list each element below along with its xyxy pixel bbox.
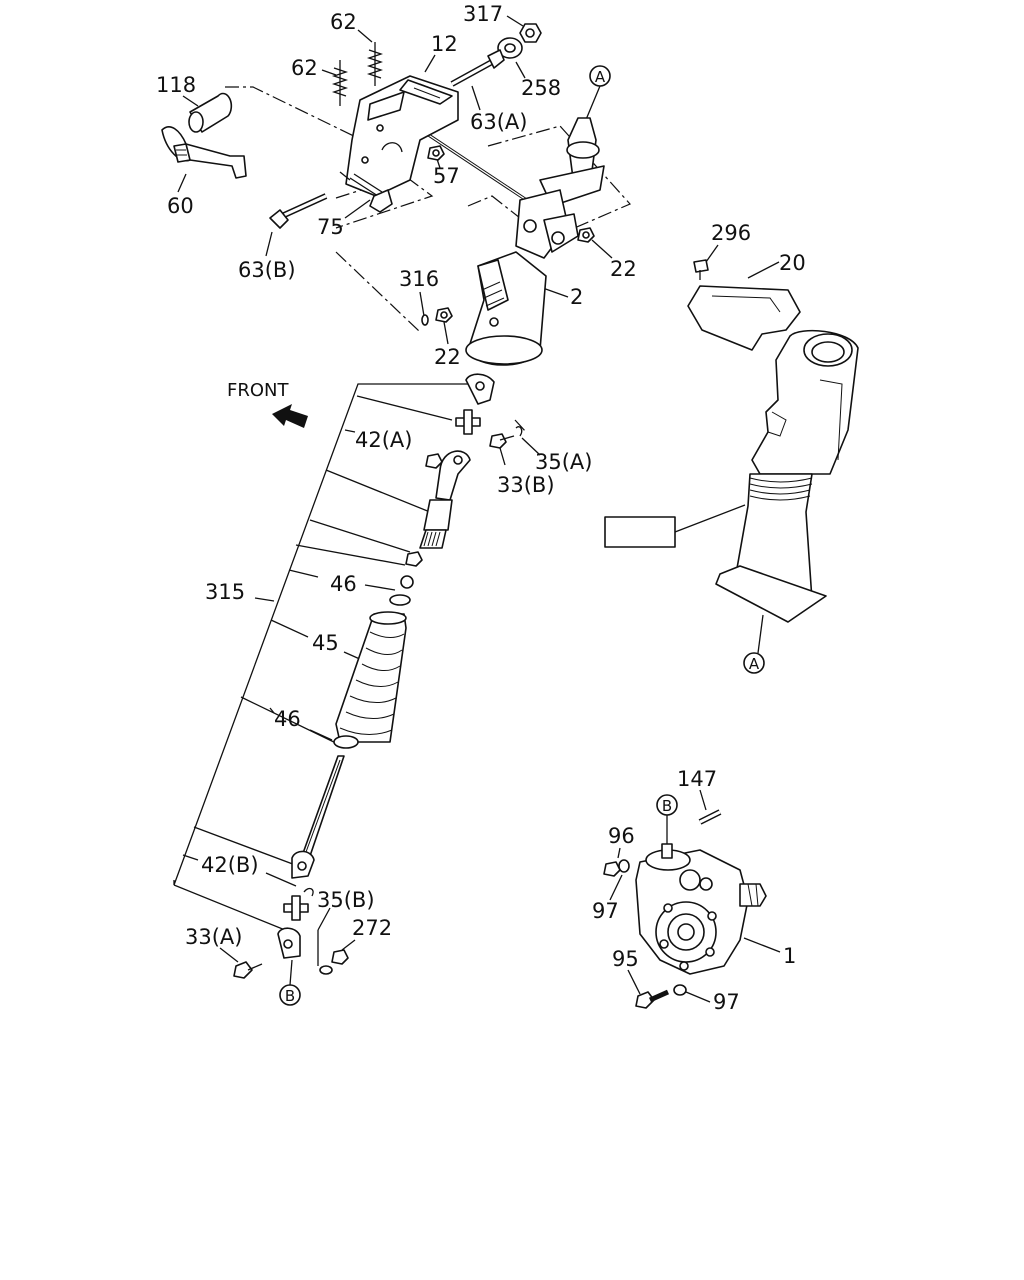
label-1: 1	[783, 944, 796, 968]
bolt-95	[635, 989, 670, 1009]
shaft-rod	[301, 755, 345, 857]
washer-272-lower	[319, 965, 333, 975]
nut-272	[331, 949, 349, 965]
frame-4-30	[604, 516, 676, 548]
label-45: 45	[312, 631, 339, 655]
nut-96	[603, 861, 621, 877]
svg-text:B: B	[662, 797, 672, 815]
nut-57	[427, 145, 445, 161]
label-57: 57	[433, 164, 460, 188]
label-42a: 42(A)	[355, 428, 412, 452]
label-317: 317	[463, 2, 503, 26]
upper-column-assembly	[161, 23, 605, 366]
label-35a: 35(A)	[535, 450, 592, 474]
clamp-46-top	[389, 594, 411, 606]
label-42b: 42(B)	[201, 853, 259, 877]
label-97-top: 97	[592, 899, 619, 923]
yoke-42a	[435, 450, 471, 501]
label-95: 95	[612, 947, 639, 971]
column-cover-lower	[751, 329, 859, 475]
label-62-left: 62	[291, 56, 318, 80]
label-118: 118	[156, 73, 196, 97]
label-33a: 33(A)	[185, 925, 242, 949]
cover-20	[687, 285, 801, 351]
marker-a-top: A	[584, 65, 611, 123]
label-97-bottom: 97	[713, 990, 740, 1014]
nut-317	[519, 23, 542, 43]
steering-shaft-upper	[515, 117, 605, 259]
front-direction-arrow	[272, 404, 308, 428]
column-cover-assembly	[687, 259, 859, 623]
label-46-top: 46	[330, 572, 357, 596]
bolt-75	[339, 171, 393, 213]
washer-258	[497, 37, 523, 59]
spider-cross-upper	[455, 409, 481, 435]
nut-upper	[405, 551, 423, 567]
marker-b-gear: B	[656, 794, 678, 845]
lever-60	[161, 126, 247, 179]
label-147: 147	[677, 767, 717, 791]
label-96: 96	[608, 824, 635, 848]
yoke-42b	[291, 850, 315, 879]
label-22-right: 22	[610, 257, 637, 281]
label-33b: 33(B)	[497, 473, 555, 497]
screw-296	[693, 259, 709, 280]
svg-text:B: B	[285, 987, 295, 1005]
bolt-63a	[450, 49, 505, 87]
label-296: 296	[711, 221, 751, 245]
label-62-top: 62	[330, 10, 357, 34]
marker-b-joint: B	[279, 959, 301, 1006]
nut-42a	[425, 453, 443, 469]
bolt-33a	[233, 961, 263, 979]
bellows-boot-45	[335, 611, 407, 743]
reference-markers: A A B B	[279, 65, 765, 1006]
splined-shaft	[419, 499, 453, 549]
spider-cross-lower	[283, 895, 309, 921]
svg-text:A: A	[595, 68, 606, 86]
label-front: FRONT	[227, 380, 289, 401]
label-20: 20	[779, 251, 806, 275]
svg-text:A: A	[749, 655, 760, 673]
pin-316	[421, 314, 429, 326]
label-2: 2	[570, 285, 583, 309]
label-22-bottom: 22	[434, 345, 461, 369]
clamp-46-bottom	[333, 735, 359, 749]
column-tube-2	[465, 251, 547, 366]
washer-97-top	[618, 859, 630, 873]
bolt-63b	[269, 193, 328, 229]
gear-washer	[400, 575, 414, 589]
washer-97-bottom	[673, 984, 687, 996]
label-258: 258	[521, 76, 561, 100]
label-63a: 63(A)	[470, 110, 527, 134]
bolt-33b	[489, 433, 515, 449]
bolt-147	[698, 809, 722, 825]
label-272: 272	[352, 916, 392, 940]
label-63b: 63(B)	[238, 258, 296, 282]
label-315: 315	[205, 580, 245, 604]
yoke-upper	[465, 373, 495, 405]
nut-22-bottom	[435, 307, 453, 323]
spring-62-b	[331, 60, 349, 106]
yoke-lower-b	[277, 927, 301, 959]
clip-35b	[303, 887, 314, 897]
label-316: 316	[399, 267, 439, 291]
label-35b: 35(B)	[317, 888, 375, 912]
bracket-12	[345, 75, 459, 197]
label-60: 60	[167, 194, 194, 218]
marker-a-boot: A	[743, 614, 765, 674]
steering-boot-4-30	[715, 473, 827, 623]
nut-22-right	[577, 227, 595, 243]
spring-62-a	[366, 42, 384, 86]
steering-gear-box-1	[603, 809, 767, 1009]
label-12: 12	[431, 32, 458, 56]
callout-labels: 62 317 12 62 258 118 63(A) 57 60 75 22 6…	[156, 2, 806, 1014]
intermediate-shaft-assembly	[233, 373, 523, 979]
sleeve-118	[188, 92, 233, 133]
clip-35a	[515, 426, 523, 437]
